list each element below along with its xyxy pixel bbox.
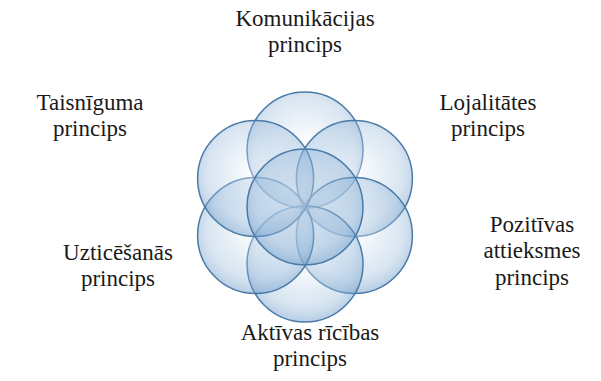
principle-label: Pozitīvas attieksmes princips [467, 212, 597, 291]
principle-label: Komunikācijas princips [205, 6, 405, 59]
principle-label: Uzticēšanās princips [43, 240, 193, 293]
principle-label: Aktīvas rīcības princips [205, 320, 415, 373]
principle-label: Lojalitātes princips [413, 90, 563, 143]
center-circle [247, 149, 363, 265]
principle-label: Taisnīguma princips [15, 90, 165, 143]
